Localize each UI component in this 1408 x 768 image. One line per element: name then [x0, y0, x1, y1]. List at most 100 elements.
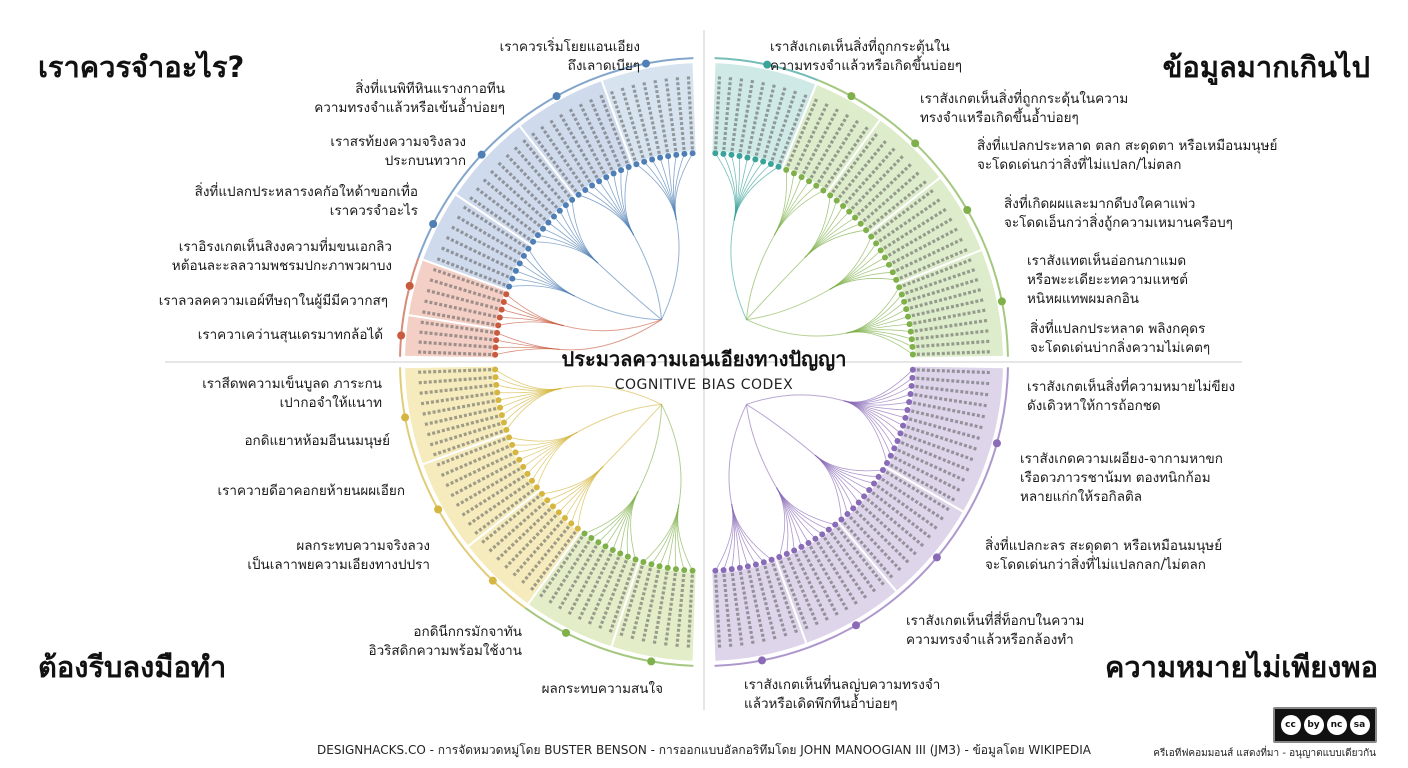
category-label-line: สิ่งที่แปลกประหลาด ตลก สะดุดตา หรือเหมือ… [977, 138, 1278, 154]
bias-branch [651, 159, 677, 220]
category-label-line: ประกบนทวาก [384, 153, 466, 169]
category-pin [477, 150, 486, 159]
bias-label [630, 567, 652, 640]
cc-icon: cc [1280, 715, 1301, 735]
bias-label [496, 508, 552, 561]
bias-label [850, 155, 904, 210]
category-label-line: ความทรงจำแล้วหรือกล้องทำ [906, 632, 1074, 648]
category-branch [597, 262, 662, 320]
bias-label [916, 368, 990, 375]
bias-branch [677, 504, 693, 571]
quadrant-title-bottom-right: ความหมายไม่เพียงพอ [1104, 650, 1378, 684]
bias-label [902, 258, 972, 288]
bias-branch [804, 195, 831, 258]
category-label-line: เราควรจำอะไร [329, 203, 418, 219]
bias-branch [674, 153, 693, 220]
category-label-line: เราสังเกตเห็นสิ่งที่ความหมายไม่ขียง [1027, 379, 1236, 395]
bias-branch [846, 287, 900, 334]
bias-branch [733, 166, 779, 221]
category-branch [746, 319, 847, 337]
bias-label [801, 549, 839, 616]
category-pin [758, 656, 767, 665]
bias-label [587, 556, 621, 625]
bias-label [497, 161, 553, 215]
bias-label [440, 445, 510, 477]
category-branch [728, 404, 747, 505]
bias-dot [506, 434, 513, 441]
bias-label [914, 318, 988, 333]
category-label-line: ดังเดิวหาให้การถ้อกชด [1027, 398, 1161, 414]
bias-label [418, 368, 492, 374]
category-pin [401, 413, 410, 422]
bias-label [549, 119, 592, 183]
category-label-tl-6: เราลวลคความเอผ์ทีษฤาในผู้มีมีควากสๆ [159, 292, 388, 311]
bias-label [420, 320, 494, 334]
bias-label [445, 235, 513, 271]
bias-label [642, 82, 661, 155]
bias-label [461, 474, 525, 517]
category-label-line: หต้อนละะลลวามพชรมปกะภาพวผาบง [171, 258, 392, 274]
bias-branch [773, 173, 795, 236]
bias-branch [814, 454, 883, 472]
bias-label [897, 448, 966, 482]
category-branch [559, 319, 662, 351]
category-label-line: ทรงจำแหรือเกิดขึ้นอ้ำบ่อยๆ [920, 110, 1079, 126]
bias-branch [578, 194, 635, 236]
bias-label [589, 98, 621, 168]
bias-label [730, 572, 744, 646]
bias-branch [773, 169, 787, 236]
category-label-line: จะโดดเอ็นกว่าสิ่งถู้กความเหมานครือบๆ [1004, 215, 1233, 231]
bias-label [608, 562, 636, 633]
category-pin [932, 553, 941, 562]
bias-label [567, 549, 606, 615]
bias-label [419, 330, 493, 342]
category-label-line: เราควรเริ่มโยยแอนเอียง [499, 39, 640, 55]
bias-label [786, 98, 818, 167]
category-pin [992, 439, 1001, 448]
category-branch [746, 394, 844, 405]
category-label-line: แล้วหรือเดิดพึกทีนอ้ำบ่อยๆ [744, 696, 898, 712]
category-branch [730, 220, 747, 320]
bias-label [548, 540, 591, 604]
quadrant-title-bottom-left: ต้องรีบลงมือทำ [38, 650, 227, 684]
bias-label [481, 495, 540, 544]
bias-label [824, 126, 869, 189]
bias-branch [814, 454, 854, 509]
category-pin [641, 59, 650, 68]
category-branch [561, 385, 662, 405]
bias-label [916, 376, 990, 386]
bias-label [885, 470, 950, 512]
bias-label [816, 541, 858, 605]
bias-label [794, 553, 829, 621]
bias-label [871, 491, 932, 539]
bias-branch [723, 153, 737, 221]
bias-label [436, 257, 506, 287]
bias-label [809, 113, 850, 179]
category-branch [745, 404, 777, 488]
bias-label [512, 519, 564, 577]
bias-label [854, 510, 910, 564]
category-label-tl-5: เราอิรงเกตเห็นสิงงความที่มขนเอกลิวหต้อนล… [172, 238, 392, 276]
bias-label [876, 484, 938, 530]
bias-label [664, 78, 678, 152]
bias-label [513, 146, 565, 204]
bias-branch [829, 236, 872, 290]
bias-label [686, 76, 694, 150]
bias-label [577, 552, 613, 621]
category-branch [574, 295, 662, 321]
bias-label [747, 569, 766, 642]
category-branch [637, 404, 663, 492]
bias-label [809, 545, 849, 611]
bias-branch [506, 293, 564, 327]
bias-branch [613, 173, 635, 236]
bias-branch [846, 294, 903, 334]
bias-label [868, 180, 927, 229]
bias-branch [565, 205, 599, 264]
bias-label [856, 163, 912, 216]
bias-dot [494, 389, 501, 396]
category-label-line: สิ่งที่แปลกประหลาด พลิงกคุดร [1030, 321, 1206, 337]
creative-commons-badge[interactable]: cc by nc sa [1273, 707, 1377, 743]
bias-label [619, 565, 644, 637]
codex-title: ประมวลความเอนเอียงทางปัญญา [561, 347, 847, 371]
category-label-line: จะโดดเด่นบ่ากลิ่งความไม่เคตๆ [1030, 340, 1211, 356]
